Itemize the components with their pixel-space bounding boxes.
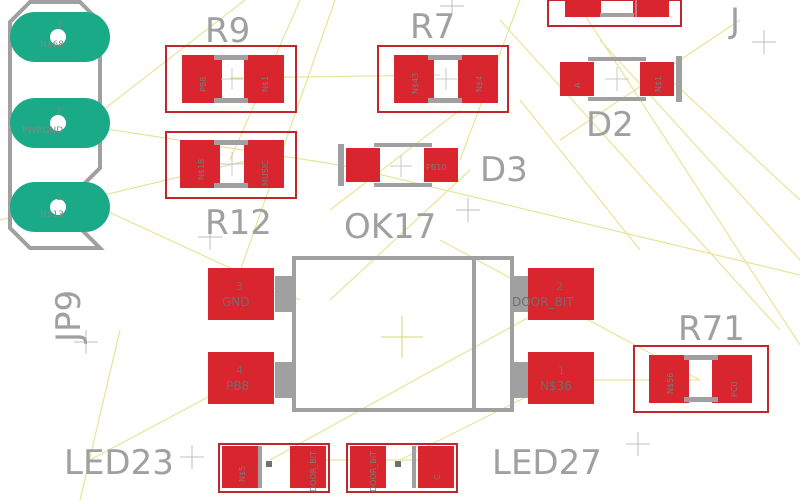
jp9-pin-3-signal: N$68 xyxy=(40,40,64,50)
r7-label: R7 xyxy=(410,7,455,47)
connector-jp9: 3 N$68 2 PWRGND 1 N$13 JP9 xyxy=(8,0,110,344)
r71-pad-1[interactable] xyxy=(649,355,689,403)
d3-pad-1[interactable] xyxy=(346,148,380,182)
ok17-pad-1-number: 1 xyxy=(558,364,565,377)
led23-pad-1-signal: N$5 xyxy=(238,466,247,482)
led27-label: LED27 xyxy=(492,443,602,483)
r7-pad-1-signal: N$43 xyxy=(411,73,420,94)
r12-pad-1-signal: N$18 xyxy=(197,159,206,180)
r7-pad-2-signal: N$4 xyxy=(475,76,484,92)
ok17-pad-3-number: 3 xyxy=(236,280,243,293)
d2-pad-2[interactable] xyxy=(640,62,674,96)
jp9-pin-2-signal: PWRGND xyxy=(22,126,63,136)
led27-pad-1-signal: DOOR_BIT xyxy=(369,451,378,492)
jp9-pin-2[interactable] xyxy=(10,98,110,148)
d3-label: D3 xyxy=(480,150,528,190)
ok17-pad-4-signal: PB8 xyxy=(226,379,249,393)
ok17-label: OK17 xyxy=(344,207,436,247)
led-led23[interactable]: N$5 DOOR_BIT LED23 xyxy=(64,443,330,493)
ok17-pad-1[interactable] xyxy=(528,352,594,404)
resistor-r12[interactable]: N$18 MUSIC R12 xyxy=(165,131,297,243)
r71-pad-2-signal: PC0 xyxy=(730,382,739,398)
partial-component-top xyxy=(547,0,682,27)
d2-label: D2 xyxy=(586,105,634,145)
r12-label: R12 xyxy=(205,203,272,243)
diode-d3[interactable]: PB10 D3 xyxy=(338,143,528,190)
led23-pad-1[interactable] xyxy=(222,446,258,488)
led-led27[interactable]: DOOR_BIT C LED27 xyxy=(346,443,602,493)
d2-pad-1-signal: A xyxy=(573,82,582,88)
resistor-r7[interactable]: N$43 N$4 R7 xyxy=(377,7,509,113)
led23-pad-2[interactable] xyxy=(290,446,326,488)
jp9-pin-1-number: 1 xyxy=(56,193,62,203)
ok17-pad-4-number: 4 xyxy=(236,364,243,377)
r9-pad-1-signal: PB8 xyxy=(199,77,208,92)
r7-pad-1[interactable] xyxy=(394,55,434,103)
jp9-pin-3[interactable] xyxy=(10,12,110,62)
ok17-pad-2-signal: DOOR_BIT xyxy=(512,295,574,309)
r71-pad-1-signal: N$56 xyxy=(666,373,675,394)
d2-pad-1[interactable] xyxy=(560,62,594,96)
ok17-pad-2-number: 2 xyxy=(556,280,563,293)
r12-pad-2[interactable] xyxy=(244,140,284,188)
diode-d2[interactable]: A N$1 D2 xyxy=(560,56,682,145)
jp9-label: JP9 xyxy=(49,290,89,344)
jp9-pin-1[interactable] xyxy=(10,182,110,232)
resistor-r71[interactable]: N$56 PC0 R71 xyxy=(633,309,769,413)
r71-pad-2[interactable] xyxy=(712,355,752,403)
d3-pad-2[interactable] xyxy=(424,148,458,182)
ok17-pad-1-signal: N$36 xyxy=(540,379,572,393)
r71-label: R71 xyxy=(678,309,745,349)
d2-pad-2-signal: N$1 xyxy=(654,76,663,92)
jp9-pin-2-number: 2 xyxy=(56,107,62,117)
r9-pad-1[interactable] xyxy=(182,55,222,103)
ok17-pad-2[interactable] xyxy=(528,268,594,320)
r12-pad-2-signal: MUSIC xyxy=(261,160,270,186)
ok17-pad-3-signal: GND xyxy=(222,295,250,309)
led23-label: LED23 xyxy=(64,443,174,483)
ok17-pad-4[interactable] xyxy=(208,352,274,404)
led23-pad-2-signal: DOOR_BIT xyxy=(309,451,318,492)
led27-pad-2-signal: C xyxy=(433,474,442,480)
r12-pad-1[interactable] xyxy=(180,140,220,188)
resistor-r9[interactable]: PB8 N$1 R9 xyxy=(165,11,297,113)
r9-label: R9 xyxy=(205,11,250,51)
optocoupler-ok17[interactable]: 3 GND 2 DOOR_BIT 4 PB8 1 N$36 OK17 xyxy=(208,207,594,412)
partial-j-label: J xyxy=(728,1,740,41)
led27-pad-2[interactable] xyxy=(418,446,454,488)
r7-pad-2[interactable] xyxy=(458,55,498,103)
d3-pad-2-signal: PB10 xyxy=(426,163,447,172)
ok17-pad-3[interactable] xyxy=(208,268,274,320)
r9-pad-2-signal: N$1 xyxy=(261,76,270,92)
r9-pad-2[interactable] xyxy=(244,55,284,103)
jp9-pin-1-signal: N$13 xyxy=(40,210,64,220)
jp9-pin-3-number: 3 xyxy=(56,21,62,31)
led27-pad-1[interactable] xyxy=(350,446,386,488)
